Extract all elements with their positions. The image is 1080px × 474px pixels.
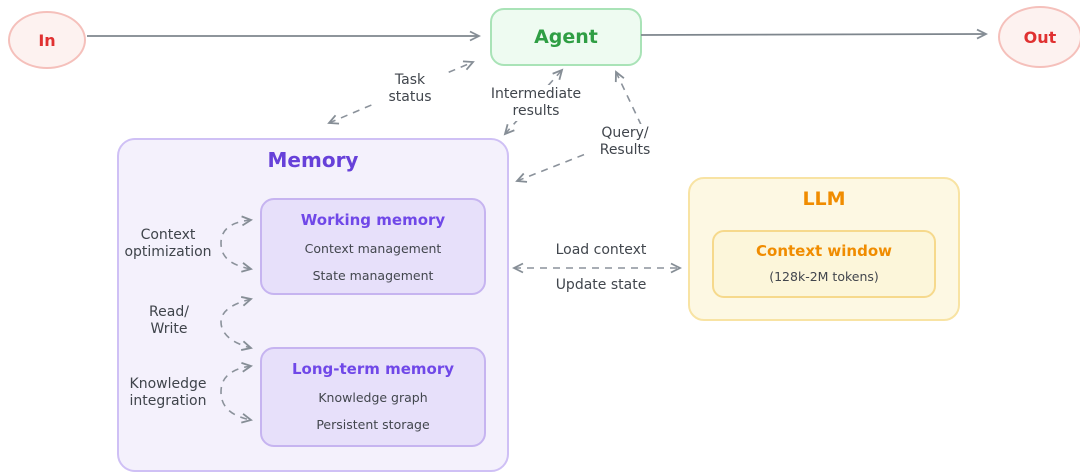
node-out-label: Out — [1023, 27, 1057, 47]
context-window-subtitle: (128k-2M tokens) — [769, 269, 879, 284]
label-update-state: Update state — [546, 276, 656, 295]
node-agent: Agent — [490, 8, 642, 66]
label-intermediate-results: Intermediate results — [483, 85, 589, 121]
node-in-label: In — [38, 30, 56, 50]
label-query-results: Query/ Results — [586, 124, 664, 160]
working-memory-item: Context management — [304, 241, 442, 256]
node-in: In — [8, 11, 86, 69]
working-memory-item: State management — [312, 268, 434, 283]
memory-title: Memory — [267, 148, 359, 172]
node-out: Out — [998, 6, 1080, 68]
label-task-status: Task status — [372, 71, 448, 107]
node-working-memory: Working memory Context management State … — [260, 198, 486, 295]
label-read-write: Read/ Write — [149, 304, 189, 337]
working-memory-title: Working memory — [300, 211, 446, 229]
llm-title: LLM — [802, 188, 846, 210]
node-longterm-memory: Long-term memory Knowledge graph Persist… — [260, 347, 486, 447]
node-memory: Memory Working memory Context management… — [117, 138, 509, 472]
node-llm: LLM Context window (128k-2M tokens) — [688, 177, 960, 321]
node-agent-label: Agent — [534, 26, 598, 48]
longterm-memory-item: Knowledge graph — [318, 390, 428, 405]
longterm-memory-item: Persistent storage — [316, 417, 430, 432]
label-context-optimization: Context optimization — [124, 227, 212, 260]
longterm-memory-title: Long-term memory — [291, 360, 454, 378]
label-load-context: Load context — [548, 241, 654, 260]
label-knowledge-integration: Knowledge integration — [129, 376, 207, 409]
arrow-agent-to-out — [640, 34, 986, 35]
node-context-window: Context window (128k-2M tokens) — [712, 230, 936, 298]
context-window-title: Context window — [756, 242, 892, 260]
